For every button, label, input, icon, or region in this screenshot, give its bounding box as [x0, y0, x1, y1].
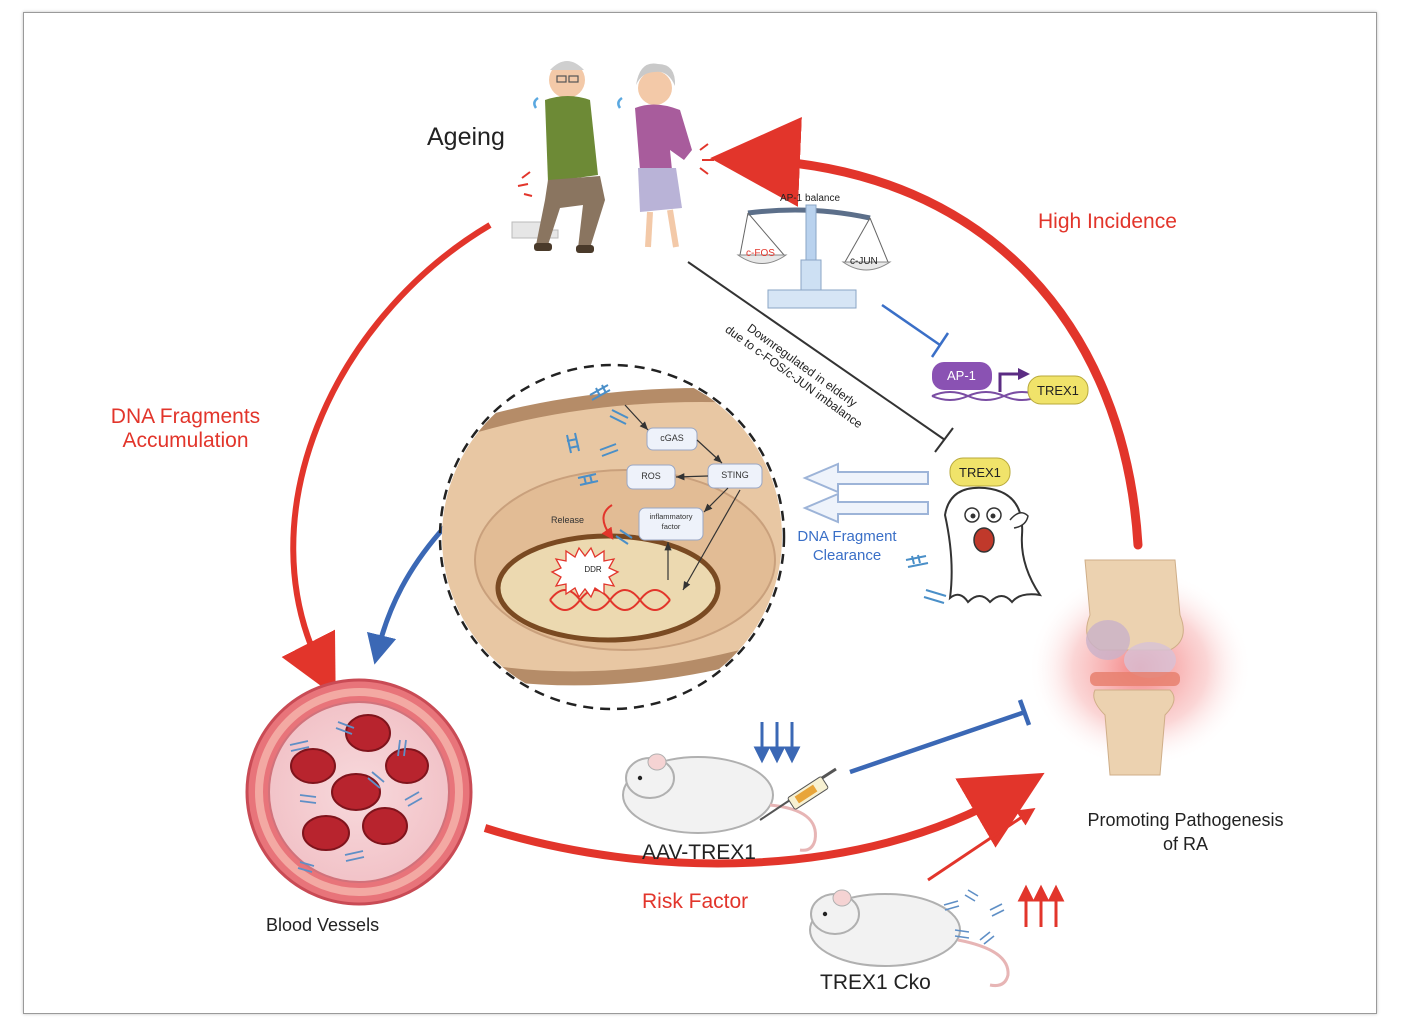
blood-vessel-icon: [245, 678, 473, 906]
aav-trex1-label: AAV-TREX1: [642, 841, 756, 864]
high-incidence-arrow: [710, 116, 1143, 550]
trex1-cko-label: TREX1 Cko: [820, 971, 931, 994]
trex1-promoter-label: TREX1: [1037, 383, 1079, 398]
release-label: Release: [551, 515, 585, 525]
promoting-line1: Promoting Pathogenesis: [1087, 810, 1284, 830]
inflammatory-node: [638, 507, 704, 541]
ghost-enzyme-icon: [943, 486, 1043, 604]
dna-fragments-line2: Accumulation: [122, 429, 249, 452]
inflammatory-line1: inflammatory: [649, 512, 693, 521]
pathway-arrows: [624, 404, 741, 591]
clearance-line2: Clearance: [812, 547, 882, 564]
inflammatory-line2: factor: [661, 522, 681, 531]
ap1-promoter-icon: [931, 362, 1089, 405]
clearance-line1: DNA Fragment: [797, 528, 897, 545]
inflammatory-label: inflammatory factor: [639, 512, 703, 532]
risk-factor-arrow: [483, 772, 1045, 868]
high-incidence-label: High Incidence: [1038, 210, 1177, 233]
mouse-icon: [622, 753, 817, 852]
clearance-arrows: [802, 462, 929, 524]
cgas-label: cGAS: [660, 433, 684, 443]
trex1-pill: [949, 457, 1011, 487]
risk-factor-label: Risk Factor: [642, 890, 749, 913]
balance-scale-icon: [736, 204, 892, 309]
downregulated-inhibit-line: [687, 261, 954, 453]
release-arrow: [601, 504, 614, 540]
ddr-label: DDR: [584, 565, 602, 574]
trex1-protein-label: TREX1: [959, 465, 1001, 480]
ap1-label: AP-1: [947, 368, 976, 383]
ap1-inhibit-line: [881, 303, 950, 358]
cgas-node: [646, 427, 698, 451]
dna-fragments-label: DNA Fragments Accumulation: [93, 405, 278, 453]
dna-fragments-line1: DNA Fragments: [110, 405, 261, 428]
cjun-label: c-JUN: [850, 256, 878, 267]
dna-accumulation-arrow: [281, 222, 492, 697]
syringe-icon: [759, 767, 837, 821]
elderly-man-icon: [511, 61, 605, 253]
clearance-label: DNA Fragment Clearance: [782, 527, 912, 565]
ageing-label: Ageing: [427, 123, 505, 151]
ros-label: ROS: [641, 471, 661, 481]
cfos-label: c-FOS: [746, 248, 775, 259]
ap1-balance-label: AP-1 balance: [780, 193, 841, 204]
sting-label: STING: [721, 470, 749, 480]
ros-node: [626, 464, 676, 490]
up-arrows-icon: [1017, 884, 1065, 927]
cko-arrow: [927, 807, 1036, 882]
aav-inhibit-line: [849, 699, 1032, 775]
promoting-line2: of RA: [1162, 834, 1209, 854]
blood-vessels-label: Blood Vessels: [266, 915, 380, 935]
elderly-woman-icon: [617, 63, 714, 248]
down-arrows-icon: [753, 722, 801, 764]
promoting-label: Promoting Pathogenesis of RA: [1063, 808, 1308, 856]
ddr-burst-icon: [550, 546, 620, 599]
knee-joint-icon: [1028, 559, 1252, 776]
cell-zoom: [438, 363, 786, 711]
cko-mouse-icon: [809, 889, 1010, 987]
